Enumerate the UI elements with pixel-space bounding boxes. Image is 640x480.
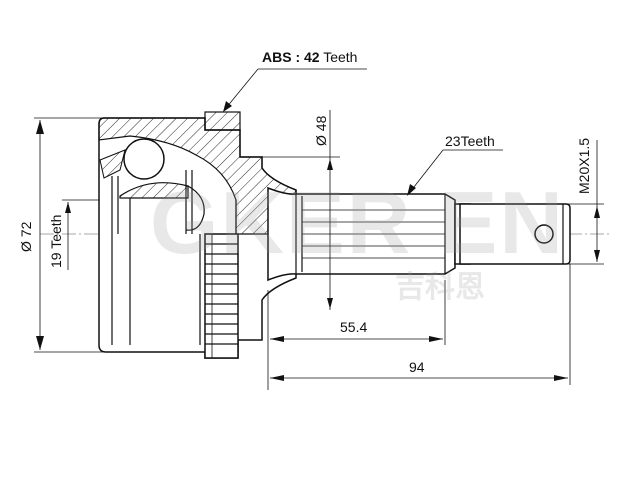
joint-housing: [98, 111, 297, 359]
dim-overall-length: [270, 264, 571, 385]
abs-label-prefix: ABS :: [262, 49, 304, 65]
outer-spline-leader: [407, 149, 503, 196]
spline-length-label: 55.4: [340, 319, 368, 335]
outer-spline-label: 23Teeth: [445, 133, 495, 149]
dim-thread: [566, 140, 604, 265]
abs-label-number: 42: [304, 49, 320, 65]
thread-label: M20X1.5: [576, 137, 592, 194]
outer-diameter-label: Ø 72: [18, 221, 34, 252]
abs-leader: [223, 68, 367, 112]
seal-diameter-label: Ø 48: [313, 115, 329, 146]
dim-spline-length: [267, 280, 446, 390]
dim-outer-diameter: [34, 117, 104, 353]
dim-inner-spline: [62, 199, 99, 270]
abs-label-suffix: Teeth: [319, 49, 358, 65]
overall-length-label: 94: [409, 359, 425, 375]
abs-label: ABS : 42 Teeth: [262, 50, 357, 64]
inner-spline-label: 19 Teeth: [48, 214, 64, 268]
abs-tone-ring: [204, 233, 239, 359]
dim-seal-diameter: [262, 110, 340, 310]
spline-shaft: [267, 186, 571, 282]
